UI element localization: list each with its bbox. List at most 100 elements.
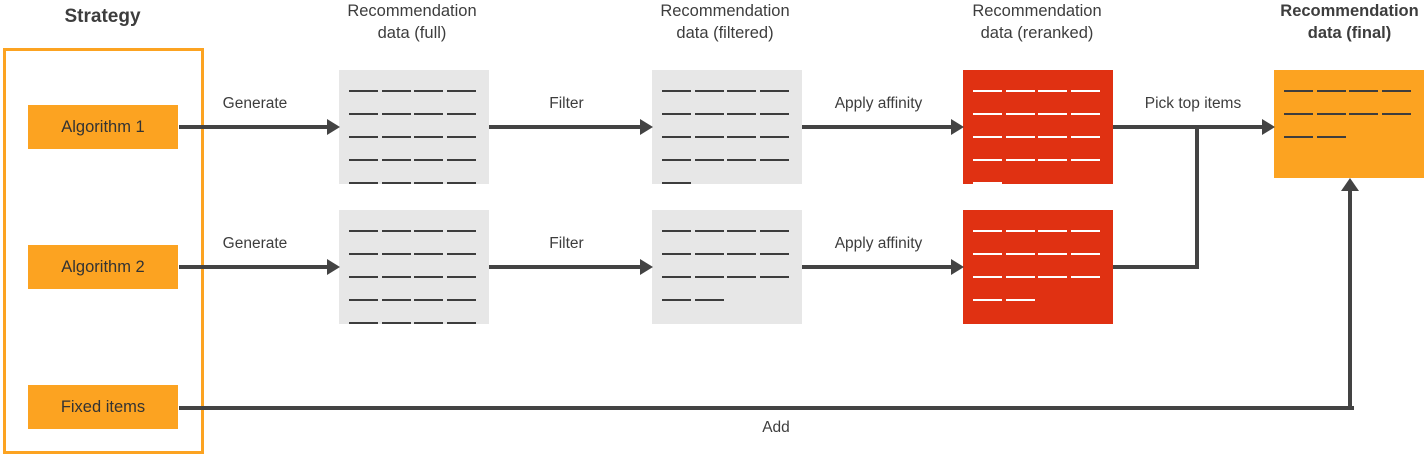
data-box-item: [414, 222, 445, 245]
edge-arrow-generate-2: [327, 259, 340, 275]
data-box-item: [1070, 105, 1102, 128]
data-box-item: [1071, 314, 1102, 337]
data-box-item: [1284, 128, 1315, 151]
data-box-item: [1005, 151, 1037, 174]
data-box-item: [381, 151, 413, 174]
column-header-filtered: Recommendation data (filtered): [660, 2, 790, 42]
data-box-item: [1005, 268, 1037, 291]
data-box-row: [662, 268, 792, 291]
data-box-item: [1284, 151, 1315, 174]
data-box-row: [349, 314, 479, 337]
data-box-item: [381, 268, 413, 291]
strategy-item-algorithm-2[interactable]: Algorithm 2: [28, 245, 178, 289]
data-box-item: [1005, 245, 1037, 268]
data-box-row: [662, 128, 792, 151]
data-box-item: [1038, 314, 1069, 337]
strategy-item-fixed-items[interactable]: Fixed items: [28, 385, 178, 429]
data-box-row: [349, 151, 479, 174]
data-box-item: [381, 291, 413, 314]
data-box-item: [349, 222, 380, 245]
edge-arrow-generate-1: [327, 119, 340, 135]
data-box-item: [694, 128, 726, 151]
data-box-row: [349, 105, 479, 128]
data-box-row: [662, 222, 792, 245]
data-box-item: [973, 314, 1004, 337]
data-box-row: [973, 128, 1103, 151]
data-box-item: [1349, 151, 1380, 174]
strategy-item-label: Fixed items: [60, 397, 146, 416]
data-box-item: [662, 222, 693, 245]
data-box-item: [349, 245, 380, 268]
edge-line-apply-affinity-1: [802, 125, 954, 129]
edge-arrow-apply-affinity-2: [951, 259, 964, 275]
data-box-row: [662, 82, 792, 105]
data-box-item: [381, 82, 413, 105]
data-box-item: [446, 314, 478, 337]
edge-riser-add: [1348, 190, 1352, 408]
data-box-item: [694, 268, 726, 291]
edge-label-filter-2: Filter: [549, 235, 584, 252]
data-box-item: [349, 291, 380, 314]
edge-line-filter-2: [489, 265, 643, 269]
data-box-row: [662, 314, 792, 337]
strategy-group-border: [3, 48, 204, 454]
data-box-row: [349, 82, 479, 105]
data-box-item: [446, 82, 478, 105]
data-box-item: [381, 174, 413, 197]
column-header-final: Recommendation data (final): [1280, 2, 1419, 42]
data-box-row: [662, 105, 792, 128]
data-box-item: [662, 105, 693, 128]
data-box-item: [760, 291, 791, 314]
strategy-item-algorithm-1[interactable]: Algorithm 1: [28, 105, 178, 149]
column-header-reranked: Recommendation data (reranked): [972, 2, 1102, 42]
data-box-row: [349, 222, 479, 245]
data-box-item: [662, 128, 693, 151]
data-box-item: [1382, 151, 1413, 174]
data-box-item: [727, 128, 758, 151]
data-box-item: [759, 245, 791, 268]
edge-riser-merge-row2: [1195, 125, 1199, 269]
edge-line-generate-1: [179, 125, 329, 129]
data-box-row1-full: [339, 70, 489, 184]
edge-label-apply-affinity-1: Apply affinity: [834, 95, 923, 112]
data-box-row2-filtered: [652, 210, 802, 324]
data-box-row: [1284, 82, 1414, 105]
data-box-item: [446, 291, 478, 314]
edge-arrow-pick-top-items: [1262, 119, 1275, 135]
data-box-item: [446, 151, 478, 174]
data-box-item: [1038, 151, 1069, 174]
data-box-item: [662, 174, 693, 197]
strategy-item-label: Algorithm 1: [61, 117, 145, 136]
data-box-item: [414, 151, 445, 174]
data-box-item: [759, 151, 791, 174]
data-box-item: [1038, 268, 1069, 291]
data-box-item: [727, 151, 758, 174]
data-box-item: [694, 291, 726, 314]
edge-label-pick-top-items: Pick top items: [1144, 95, 1242, 112]
data-box-item: [381, 245, 413, 268]
data-box-item: [349, 82, 380, 105]
data-box-final: [1274, 70, 1424, 178]
data-box-item: [662, 82, 693, 105]
data-box-item: [446, 128, 478, 151]
edge-label-add: Add: [762, 419, 790, 436]
data-box-item: [381, 222, 413, 245]
data-box-item: [694, 82, 726, 105]
data-box-item: [759, 268, 791, 291]
data-box-row: [349, 268, 479, 291]
data-box-item: [414, 245, 445, 268]
data-box-item: [414, 174, 445, 197]
data-box-item: [973, 291, 1004, 314]
data-box-item: [727, 268, 758, 291]
data-box-item: [973, 82, 1004, 105]
edge-label-filter-1: Filter: [549, 95, 584, 112]
data-box-row: [1284, 128, 1414, 151]
data-box-item: [1349, 128, 1380, 151]
data-box-item: [1317, 151, 1348, 174]
data-box-item: [1005, 82, 1037, 105]
edge-arrow-filter-1: [640, 119, 653, 135]
data-box-item: [759, 105, 791, 128]
data-box-item: [1316, 128, 1348, 151]
edge-label-apply-affinity-2: Apply affinity: [834, 235, 923, 252]
